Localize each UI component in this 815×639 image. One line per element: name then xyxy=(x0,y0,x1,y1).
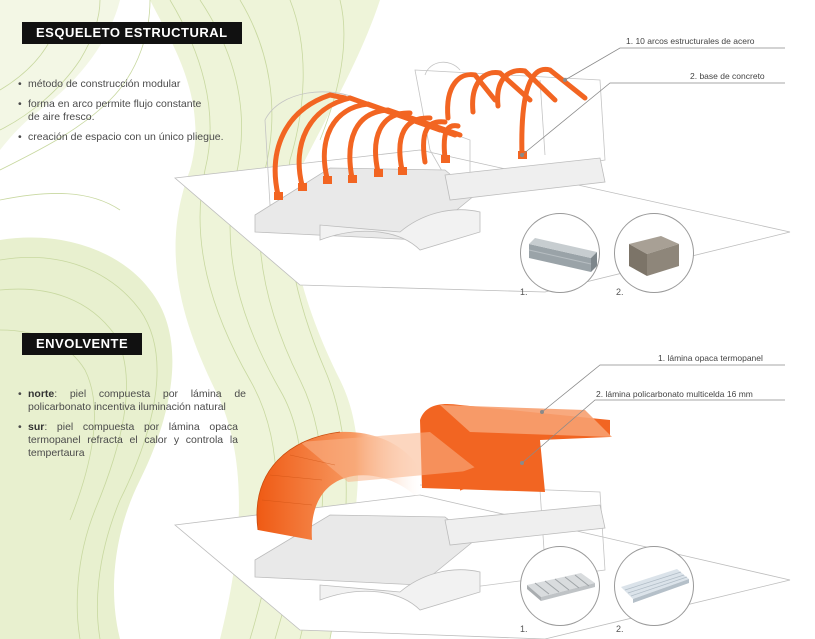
material-number: 1. xyxy=(520,624,528,634)
material-number: 2. xyxy=(616,624,624,634)
skeleton-bullet-list: método de construcción modular forma en … xyxy=(18,78,238,151)
steel-tube-icon xyxy=(520,213,600,293)
skeleton-bullet: creación de espacio con un único pliegue… xyxy=(18,131,228,144)
envelope-bullet: sur: piel compuesta por lámina opaca ter… xyxy=(18,421,238,460)
skeleton-section-title: ESQUELETO ESTRUCTURAL xyxy=(22,22,242,44)
envelope-bullet: norte: piel compuesta por lámina de poli… xyxy=(18,388,246,414)
thermopanel-sheet-icon xyxy=(520,546,600,626)
polycarbonate-sheet-icon xyxy=(614,546,694,626)
callout-steel-arches: 1. 10 arcos estructurales de acero xyxy=(626,36,755,46)
bullet-keyword: sur xyxy=(28,421,45,433)
callout-thermopanel: 1. lámina opaca termopanel xyxy=(658,353,763,363)
concrete-block-icon xyxy=(614,213,694,293)
material-number: 2. xyxy=(616,287,624,297)
bullet-keyword: norte xyxy=(28,388,55,400)
callout-polycarbonate: 2. lámina policarbonato multicelda 16 mm xyxy=(596,389,753,399)
skeleton-bullet: método de construcción modular xyxy=(18,78,238,91)
envelope-bullet-list: norte: piel compuesta por lámina de poli… xyxy=(18,388,246,467)
skeleton-bullet: forma en arco permite flujo constante de… xyxy=(18,98,213,124)
bullet-text: : piel compuesta por lámina opaca termop… xyxy=(28,421,238,459)
bullet-text: : piel compuesta por lámina de policarbo… xyxy=(28,388,246,413)
material-number: 1. xyxy=(520,287,528,297)
callout-concrete-base: 2. base de concreto xyxy=(690,71,765,81)
envelope-section-title: ENVOLVENTE xyxy=(22,333,143,355)
